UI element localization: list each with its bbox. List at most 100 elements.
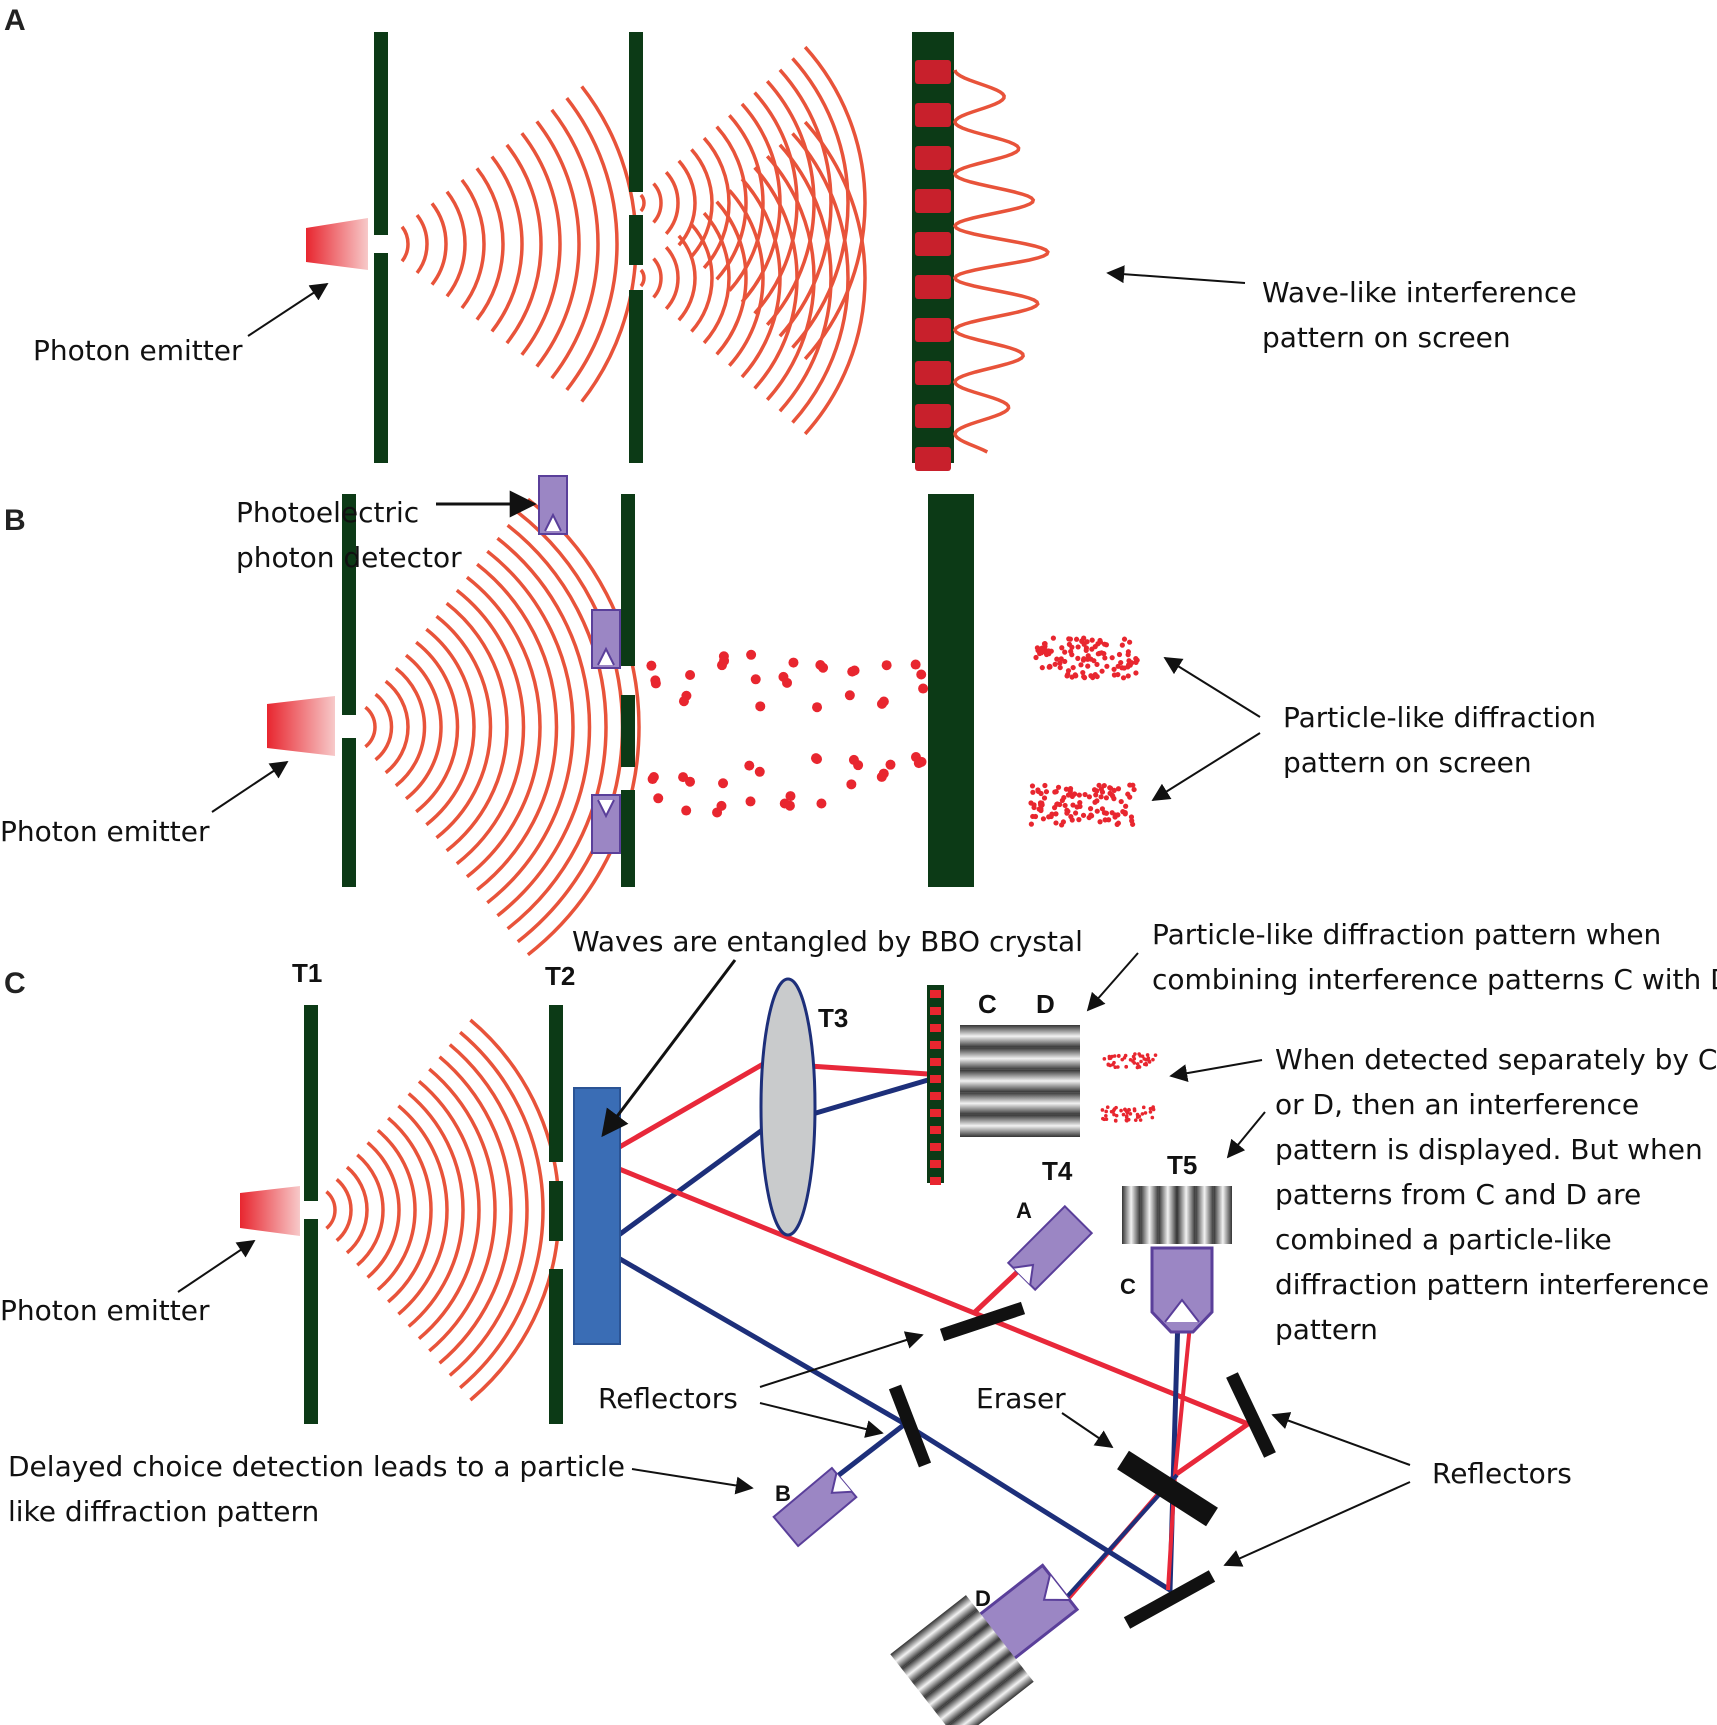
wavefront-arc — [765, 80, 816, 326]
wavefront-arc — [356, 1153, 385, 1267]
photon-dot — [1126, 1117, 1131, 1122]
photon-dot — [1120, 1057, 1125, 1062]
fringe-stripe — [1122, 1186, 1141, 1244]
photon-dot — [1098, 786, 1104, 792]
svg-text:like diffraction pattern: like diffraction pattern — [8, 1495, 319, 1528]
photon-dot — [1061, 794, 1067, 801]
photon-dot — [885, 759, 896, 770]
screen-band — [915, 318, 951, 342]
photon-dot — [754, 766, 765, 777]
photon-dot — [1120, 675, 1127, 681]
wavefront-arc — [652, 182, 663, 224]
photon-dot — [1130, 782, 1136, 788]
photon-dot — [815, 660, 826, 671]
detector-a-label: A — [1016, 1198, 1032, 1223]
photon-dot — [881, 660, 892, 671]
fringe-stripe — [960, 1114, 1020, 1137]
photon-dot — [647, 774, 658, 785]
photon-dot — [1139, 1059, 1143, 1064]
wavefront-arc — [486, 549, 575, 905]
photon-dot — [1067, 636, 1073, 642]
wavefront-arc — [565, 97, 619, 391]
screen-band — [915, 60, 951, 84]
photon-dot — [1099, 806, 1106, 812]
photon-dot — [1124, 1114, 1129, 1118]
screen-band — [915, 232, 951, 256]
photon-dot — [1059, 645, 1065, 651]
wavefront-arc — [425, 627, 476, 827]
photon-dot — [910, 659, 921, 670]
photon-dot — [1055, 784, 1062, 790]
photon-dot — [1102, 655, 1108, 661]
wavefront-arc — [803, 120, 867, 436]
photon-dot — [1062, 649, 1068, 655]
photon-dot — [1138, 1118, 1143, 1122]
photon-dot — [1069, 674, 1075, 680]
photon-dot — [1030, 789, 1036, 795]
photon-dot — [1123, 1107, 1127, 1112]
fringe-d-label: D — [1036, 989, 1055, 1019]
photon-dot — [1075, 644, 1081, 650]
photon-dot — [1150, 1115, 1155, 1120]
photon-dot — [1148, 1106, 1153, 1111]
photon-dot — [918, 683, 929, 694]
photon-dot — [1142, 1062, 1147, 1067]
wavefront-arc — [415, 640, 460, 814]
photon-dot — [1077, 803, 1083, 810]
wavefront-arc — [740, 177, 782, 379]
photon-dot — [1125, 673, 1131, 679]
photon-dot — [1031, 804, 1037, 811]
wavefront-arc — [415, 213, 429, 275]
wavefront-arc — [526, 497, 641, 957]
photon-dot — [1121, 1112, 1126, 1117]
wavefront-arc — [639, 193, 646, 213]
photon-dot — [1058, 656, 1064, 662]
panel-b-particle-streams — [646, 647, 950, 818]
photon-dot — [1143, 1111, 1148, 1115]
photon-dot — [1076, 817, 1082, 823]
photon-dot — [1047, 663, 1053, 669]
photon-dot — [1104, 1113, 1108, 1118]
photon-dot — [1141, 1105, 1146, 1110]
wavefront-arc — [664, 171, 680, 235]
photon-dot — [1103, 795, 1109, 801]
wavefront-arc — [677, 234, 697, 322]
fringe-stripe — [1140, 1186, 1159, 1244]
wavefront-arc — [374, 692, 394, 762]
photon-dot — [744, 760, 755, 771]
photon-dot — [1063, 786, 1069, 792]
wavefront-arc — [550, 108, 600, 380]
wavefront-arc — [715, 200, 748, 356]
delayed-choice-label: Delayed choice detection leads to a part… — [8, 1450, 754, 1528]
svg-text:Reflectors: Reflectors — [598, 1382, 738, 1415]
wavefront-arc — [496, 536, 592, 918]
photon-dot — [1080, 812, 1087, 818]
panel-c-particle-clusters — [1100, 1052, 1158, 1123]
photon-dot — [1076, 792, 1082, 798]
svg-text:pattern is displayed. But when: pattern is displayed. But when — [1275, 1133, 1703, 1166]
photon-detector-icon — [538, 475, 568, 535]
photon-dot — [750, 674, 761, 685]
photon-dot — [848, 754, 859, 765]
wavefront-arc — [335, 1178, 353, 1242]
separate-detection-label: When detected separately by C or D, then… — [1169, 1043, 1717, 1346]
photon-dot — [1128, 814, 1135, 820]
wavefront-arc — [490, 155, 524, 333]
svg-text:Photon emitter: Photon emitter — [33, 334, 243, 367]
photon-dot — [1094, 808, 1100, 814]
photon-dot — [1060, 819, 1067, 825]
photon-dot — [1119, 1108, 1123, 1113]
photon-dot — [1132, 1061, 1137, 1065]
photon-dot — [1122, 811, 1128, 817]
fringe-stripe — [935, 1652, 1023, 1725]
svg-text:pattern: pattern — [1275, 1313, 1378, 1346]
photon-dot — [1125, 649, 1131, 655]
photon-dot — [1103, 642, 1109, 648]
photon-dot — [1109, 1109, 1114, 1114]
photon-dot — [812, 702, 823, 713]
screen-band — [930, 1075, 941, 1083]
photon-dot — [1098, 794, 1104, 800]
detector-d-label: D — [975, 1586, 991, 1611]
t3-label: T3 — [818, 1003, 848, 1033]
